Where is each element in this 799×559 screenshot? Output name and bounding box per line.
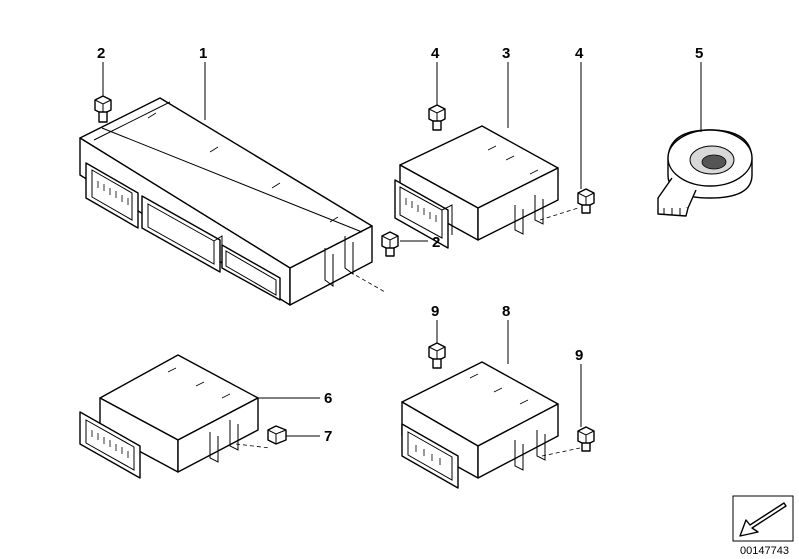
- ring-antenna-part-5: [657, 129, 753, 217]
- callout-9-left: 9: [431, 303, 439, 320]
- screw-part-9-left: [428, 342, 446, 369]
- callout-9-right: 9: [575, 347, 583, 364]
- callout-2-top: 2: [97, 45, 105, 62]
- callout-4-left: 4: [431, 45, 440, 62]
- screw-part-4-right: [577, 188, 595, 214]
- screw-part-2-top: [94, 95, 112, 123]
- screw-part-9-right: [577, 426, 595, 452]
- nut-part-7: [267, 425, 287, 445]
- callout-2-right: 2: [432, 234, 440, 251]
- callout-7: 7: [324, 428, 332, 445]
- callout-6: 6: [324, 390, 332, 407]
- callout-8: 8: [502, 303, 510, 320]
- document-number: 00147743: [740, 545, 789, 557]
- screw-part-4-left: [428, 104, 446, 131]
- control-module-part-3: [394, 125, 579, 249]
- leader-lines: [102, 62, 702, 437]
- screw-part-2-right: [381, 231, 399, 257]
- callout-1: 1: [199, 45, 207, 62]
- callout-5: 5: [695, 45, 703, 62]
- orientation-arrow-icon: [732, 495, 794, 542]
- callout-3: 3: [502, 45, 510, 62]
- control-module-part-8: [401, 361, 581, 489]
- control-module-part-1: [79, 97, 386, 306]
- callout-4-right: 4: [575, 45, 584, 62]
- control-module-part-6: [79, 354, 271, 479]
